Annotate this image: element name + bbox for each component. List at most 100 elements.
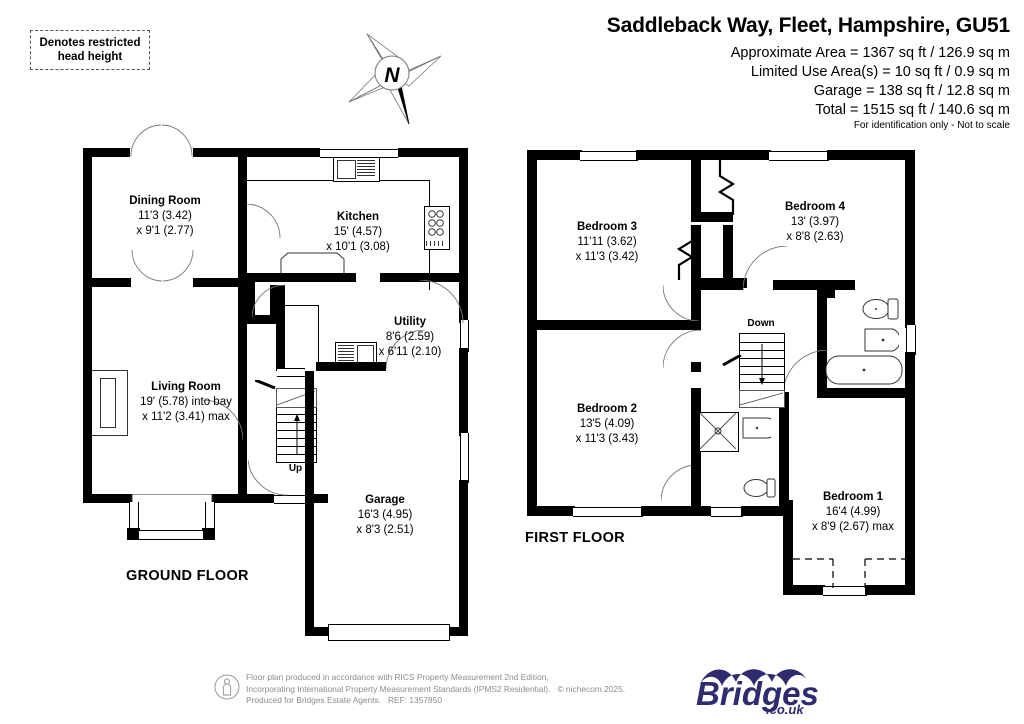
- gf-wall-left: [83, 148, 92, 503]
- footer-line-3: Produced for Bridges Estate Agents.: [246, 695, 382, 705]
- gf-door-utility-hall: [385, 329, 426, 370]
- approximate-area: Approximate Area = 1367 sq ft / 126.9 sq…: [730, 45, 1010, 61]
- gf-dining-living-doors: [131, 249, 194, 287]
- bed4-dim-2: x 8'8 (2.63): [786, 231, 844, 243]
- gf-living-recess-inner: [100, 378, 116, 428]
- ff-window-bed1-bottom: [823, 586, 867, 596]
- legend-line-1: Denotes restricted: [39, 37, 141, 49]
- gf-wall-hall-vert-upper: [238, 148, 247, 238]
- rics-person-icon: [214, 674, 240, 700]
- living-dim-2: x 11'2 (3.41) max: [142, 411, 230, 423]
- limited-use-area: Limited Use Area(s) = 10 sq ft / 0.9 sq …: [750, 64, 1010, 80]
- gf-living-recess-outer: [92, 370, 128, 436]
- gf-bay-corner-right: [202, 528, 215, 540]
- gf-utility-worktop-top: [280, 305, 319, 307]
- scale-disclaimer: For identification only - Not to scale: [853, 120, 1010, 131]
- dining-dim-2: x 9'1 (2.77): [136, 225, 194, 237]
- bed3-name: Bedroom 3: [576, 221, 638, 233]
- room-label-living: Living Room 19' (5.78) into bay x 11'2 (…: [110, 380, 262, 425]
- gf-wall-living-bottom-left: [83, 494, 135, 503]
- gf-wall-hall-cupboard-left: [270, 285, 279, 315]
- ff-door-bathroom: [782, 349, 829, 396]
- ff-wall-top-c: [827, 150, 915, 160]
- bed2-name: Bedroom 2: [576, 403, 638, 415]
- ff-wall-bottom-d: [741, 506, 793, 516]
- gf-bay-window: [130, 493, 214, 542]
- gf-wall-dining-living-right: [193, 278, 246, 287]
- garage-dim-2: x 8'3 (2.51): [356, 524, 414, 536]
- bridges-logo-wordmark: Bridges: [696, 675, 819, 712]
- ff-window-bathroom-right: [906, 325, 916, 355]
- ff-wall-bathroom-left: [817, 280, 827, 395]
- gf-wall-hall-cupboard-bottom: [246, 315, 279, 324]
- ff-wall-top-b: [636, 150, 771, 160]
- ff-bed1-restricted-area: [793, 558, 905, 588]
- ff-wall-bed3-bed2: [527, 320, 699, 330]
- ff-door-bed3: [662, 284, 700, 322]
- gf-wall-living-bottom-right: [209, 494, 259, 503]
- kitchen-name: Kitchen: [336, 211, 380, 223]
- gf-wall-utility-bottom: [316, 362, 386, 371]
- gf-kitchen-peninsula: [280, 252, 345, 274]
- gf-utility-sink-drainer: [338, 345, 354, 362]
- ff-bathroom-bath-icon: [825, 354, 903, 386]
- gf-utility-worktop: [318, 305, 320, 365]
- ff-bathroom-wc-icon: [862, 296, 900, 322]
- gf-bay-corner-left: [127, 528, 140, 540]
- gf-bay-window-front: [139, 530, 203, 540]
- compass-north-label: N: [384, 64, 400, 87]
- ff-wall-left: [527, 150, 537, 515]
- ff-window-bed4-top: [769, 151, 829, 161]
- garage-name: Garage: [365, 494, 405, 506]
- page-title: Saddleback Way, Fleet, Hampshire, GU51: [606, 14, 1010, 37]
- gf-wall-utility-left: [276, 285, 285, 371]
- ff-wall-bed2-right-a: [691, 362, 701, 372]
- bed4-name: Bedroom 4: [784, 201, 846, 213]
- room-label-kitchen: Kitchen 15' (4.57) x 10'1 (3.08): [293, 210, 423, 255]
- living-dim-1: 19' (5.78) into bay: [140, 396, 232, 408]
- bed2-dim-1: 13'5 (4.09): [579, 418, 635, 430]
- gf-wall-top-kitchen: [398, 148, 468, 157]
- gf-wall-living-right-lower: [238, 430, 247, 502]
- gf-wall-front-bottom: [246, 494, 274, 503]
- gf-wall-dining-living: [83, 278, 131, 287]
- utility-name: Utility: [394, 316, 426, 328]
- ff-stairs-rail: [721, 353, 743, 375]
- gf-stairs-rail: [254, 378, 277, 400]
- ff-wall-bed1-left: [783, 500, 793, 592]
- gf-door-entrance-swing: [247, 459, 288, 496]
- ff-wall-bottom-b: [641, 506, 681, 516]
- kitchen-dim-1: 15' (4.57): [333, 226, 383, 238]
- bridges-logo[interactable]: Bridges .co.uk: [694, 660, 864, 717]
- ff-wall-bathroom-bottom: [817, 388, 909, 398]
- gf-wall-garage-bottom-right: [446, 627, 468, 636]
- gf-window-garage-right: [460, 433, 469, 483]
- room-label-bed4: Bedroom 4 13' (3.97) x 8'8 (2.63): [745, 200, 885, 245]
- footer-disclaimer: Floor plan produced in accordance with R…: [246, 672, 625, 707]
- bed2-dim-2: x 11'3 (3.43): [575, 433, 639, 445]
- ground-floor-plan: Up Dining Room 11'3 (3.42) x 9'1 (2.77) …: [80, 124, 510, 660]
- gf-wall-utility-right: [459, 273, 468, 323]
- garage-area: Garage = 138 sq ft / 12.8 sq m: [813, 83, 1010, 99]
- utility-dim-1: 8'6 (2.59): [385, 331, 435, 343]
- ff-wall-ensuite-left: [691, 388, 701, 508]
- gf-wall-utility-right-lower: [459, 348, 468, 370]
- gf-kitchen-sink-drainer: [357, 160, 375, 177]
- gf-kitchen-sink-basin: [337, 160, 356, 179]
- ff-cupboard-door-upper-zigzag-icon: [717, 160, 739, 215]
- gf-wall-kitchen-bottom-left: [246, 273, 356, 282]
- bed1-name: Bedroom 1: [822, 491, 884, 503]
- legend-line-2: head height: [57, 51, 123, 63]
- gf-wall-top-right: [193, 148, 320, 157]
- ff-wall-bed4-bottom-a: [695, 280, 743, 290]
- gf-door-living-hall: [202, 399, 244, 441]
- ff-door-bed4: [742, 245, 788, 291]
- ff-wall-right-upper: [905, 150, 915, 328]
- bed1-dim-1: 16'4 (4.99): [825, 506, 881, 518]
- ff-stairs-down: [739, 333, 785, 393]
- gf-wall-hall-cupboard-left2: [246, 280, 255, 320]
- ff-wall-bottom-c: [675, 506, 711, 516]
- ff-wall-bed3-right: [691, 280, 701, 330]
- bed3-dim-1: 11'11 (3.62): [577, 236, 637, 248]
- gf-wall-living-right-upper: [238, 290, 247, 438]
